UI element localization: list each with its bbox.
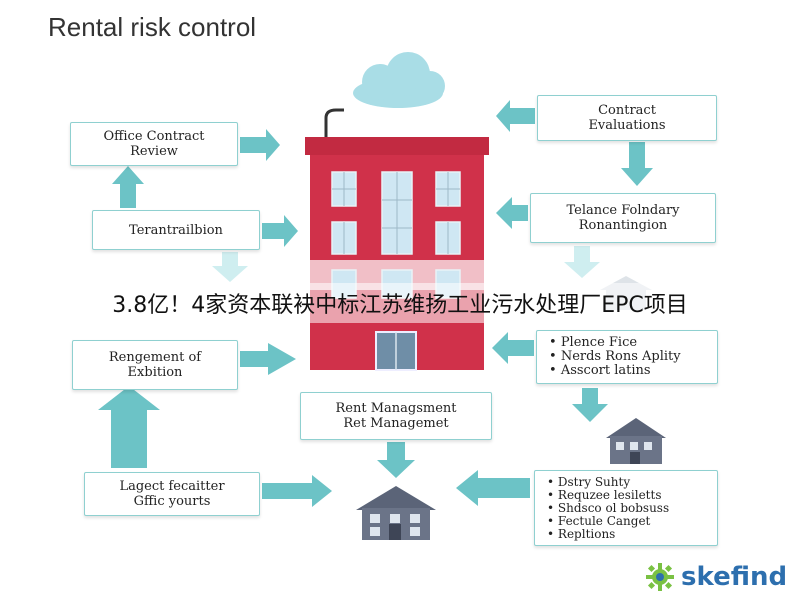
- node-label: Ronantingion: [578, 218, 668, 233]
- node-label: Ret Managemet: [343, 416, 449, 431]
- node-label: Exbition: [127, 365, 183, 380]
- node-finance-list: Plence Fice Nerds Rons Aplity Asscort la…: [536, 330, 718, 384]
- node-label: Rengement of: [108, 350, 202, 365]
- node-office-contract-review: Office Contract Review: [70, 122, 238, 166]
- node-label: Evaluations: [588, 118, 666, 133]
- node-label: Office Contract: [103, 129, 205, 144]
- headline-banner[interactable]: 3.8亿！4家资本联袂中标江苏维扬工业污水处理厂EPC项目: [0, 283, 800, 323]
- list-item: Plence Fice: [549, 336, 637, 350]
- house-icon: [356, 486, 436, 540]
- logo-text: skefind: [681, 562, 788, 592]
- list-item: Fectule Canget: [547, 514, 650, 528]
- node-label: Gffic yourts: [133, 494, 211, 509]
- arrow-down-faded: [212, 252, 248, 282]
- page-title: Rental risk control: [48, 12, 257, 42]
- arrow-down: [572, 388, 608, 422]
- arrow-left: [496, 100, 535, 132]
- arrow-left: [496, 197, 528, 229]
- cloud-icon: [353, 52, 445, 108]
- arrow-right: [262, 215, 298, 247]
- node-management-exhibition: Rengement of Exbition: [72, 340, 238, 390]
- node-terminations: Terantrailbion: [92, 210, 260, 250]
- arrow-up: [112, 166, 144, 208]
- brand-logo[interactable]: skefind: [645, 560, 795, 594]
- gear-sun-icon: [646, 563, 674, 591]
- list-item: Asscort latins: [549, 364, 651, 378]
- building-icon: [305, 108, 489, 371]
- node-label: Lagect fecaitter: [119, 479, 225, 494]
- list-item: Requzee lesiletts: [547, 488, 662, 502]
- arrow-down: [621, 142, 653, 186]
- list-item: Repltions: [547, 527, 615, 541]
- list-item: Shdsco ol bobsuss: [547, 501, 669, 515]
- arrow-down-faded: [564, 246, 600, 278]
- arrow-up: [98, 386, 160, 468]
- list-item: Dstry Suhty: [547, 475, 630, 489]
- arrow-left: [456, 470, 530, 506]
- node-legacy-facilities: Lagect fecaitter Gffic yourts: [84, 472, 260, 516]
- node-label: Telance Folndary: [566, 203, 680, 218]
- arrow-right: [240, 129, 280, 161]
- node-safety-list: Dstry Suhty Requzee lesiletts Shdsco ol …: [534, 470, 718, 546]
- flow-arrows: [98, 100, 653, 507]
- house-icon: [606, 418, 666, 464]
- list-item: Nerds Rons Aplity: [549, 350, 681, 364]
- arrow-down: [377, 442, 415, 478]
- arrow-right: [240, 343, 296, 375]
- node-tenant-foundary: Telance Folndary Ronantingion: [530, 193, 716, 243]
- arrow-right: [262, 475, 332, 507]
- node-label: Contract: [598, 103, 656, 118]
- node-label: Rent Managsment: [335, 401, 457, 416]
- arrow-left: [492, 332, 534, 364]
- node-label: Terantrailbion: [129, 222, 223, 238]
- node-rent-management: Rent Managsment Ret Managemet: [300, 392, 492, 440]
- node-contract-evaluations: Contract Evaluations: [537, 95, 717, 141]
- node-label: Review: [130, 144, 178, 159]
